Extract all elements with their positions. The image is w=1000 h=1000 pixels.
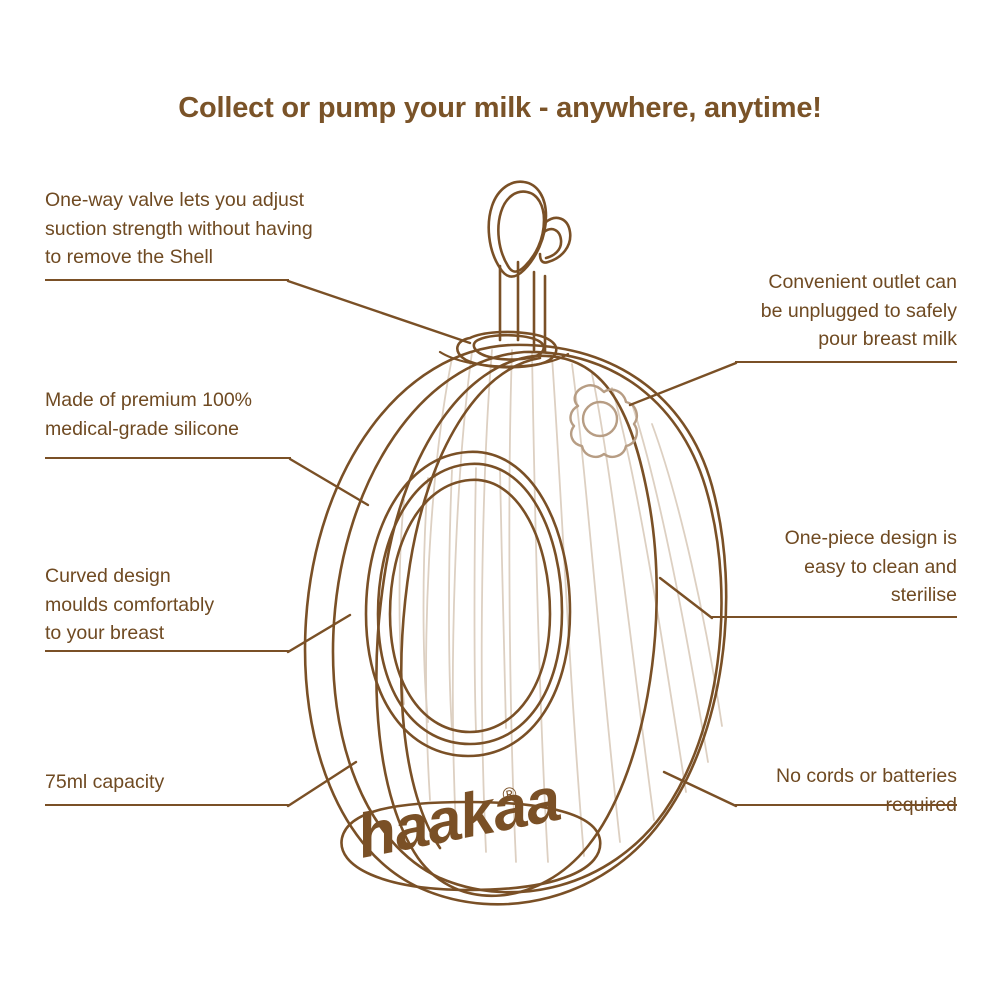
page-title: Collect or pump your milk - anywhere, an… [178,92,822,124]
valve-bulb-inner [497,190,546,273]
funnel-outer [364,450,572,758]
callout-curved-design-text: Curved design moulds comfortably to your… [45,565,215,644]
pump-body-ridge-2 [400,356,542,850]
callout-capacity-underline [45,804,289,806]
svg-text:haakaa: haakaa [352,765,566,872]
valve-base-plate-inner [472,333,545,361]
callout-capacity-text: 75ml capacity [45,771,165,793]
valve-base-plate [456,330,558,369]
pump-body-inner [331,350,723,894]
callout-curved-design: Curved design moulds comfortably to your… [45,562,365,648]
leader-outlet [628,361,738,407]
leader-one-way-valve [286,279,472,345]
leader-silicone [288,457,370,507]
callout-curved-design-underline [45,650,289,652]
leader-one-piece [658,576,714,620]
neck-seam [438,350,570,368]
valve-bulb-outer [487,180,548,278]
callout-medical-grade-silicone-underline [45,457,291,459]
outlet-plug [569,384,638,458]
callout-capacity: 75ml capacity [45,768,365,797]
leader-curved-design [286,613,352,654]
leader-no-cords [662,770,738,808]
pump-body-ridge [375,354,658,898]
callout-convenient-outlet: Convenient outlet can be unplugged to sa… [635,268,957,354]
callout-medical-grade-silicone-text: Made of premium 100% medical-grade silic… [45,389,253,440]
callout-one-way-valve-underline [45,279,289,281]
base-pad [340,800,602,892]
callout-one-way-valve: One-way valve lets you adjust suction st… [45,186,365,272]
leader-capacity [286,760,358,808]
callout-no-cords-text: No cords or batteries required [776,765,957,816]
callout-one-way-valve-text: One-way valve lets you adjust suction st… [45,189,313,268]
callout-no-cords: No cords or batteries required [635,762,957,819]
callout-one-piece-design-text: One-piece design is easy to clean and st… [784,527,957,606]
callout-medical-grade-silicone: Made of premium 100% medical-grade silic… [45,386,365,443]
valve-side-tab [538,216,572,264]
brand-wordmark: haakaa ® [352,765,566,872]
funnel-inner [376,462,564,746]
funnel-rim [388,478,552,734]
pump-body-outer [303,343,728,906]
svg-text:®: ® [501,784,519,807]
leader-lines [286,279,738,808]
callout-one-piece-design-underline [711,616,957,618]
callout-convenient-outlet-underline [735,361,957,363]
callout-no-cords-underline [735,804,957,806]
callout-one-piece-design: One-piece design is easy to clean and st… [635,524,957,610]
callout-convenient-outlet-text: Convenient outlet can be unplugged to sa… [760,271,957,350]
valve-side-tab-inner [542,227,563,260]
